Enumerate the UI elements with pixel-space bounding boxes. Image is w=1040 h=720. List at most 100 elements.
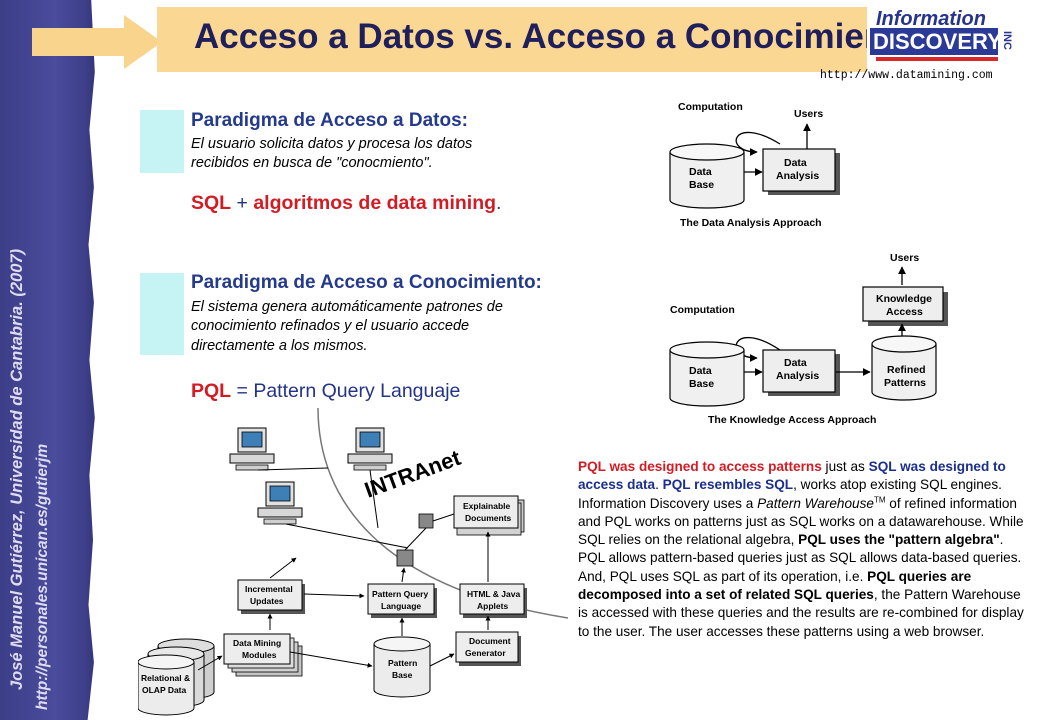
refined-patterns-label: Patterns — [884, 377, 926, 389]
data-base-label: Data — [689, 166, 712, 178]
document-generator-box — [455, 631, 519, 663]
paradigm-2-bullet — [140, 273, 184, 355]
paradigm-1-desc-line: El usuario solicita datos y procesa los … — [191, 136, 473, 152]
pattern-base-cylinder — [373, 644, 431, 698]
intranet-label: INTRAnet — [361, 445, 464, 503]
explainable-documents-label: Explainable — [463, 501, 511, 511]
relational-olap-label: Relational & — [141, 673, 190, 683]
formula-op: = — [231, 380, 254, 402]
title-arrow-icon — [32, 15, 162, 69]
data-analysis-approach-diagram: Computation Users Data Base Data Analysi… — [669, 101, 840, 229]
pattern-base-label: Pattern — [388, 658, 417, 668]
explanation-run: SQL was designed to access data — [578, 459, 1006, 493]
source-url: http://www.datamining.com — [820, 69, 993, 82]
paradigm-1-title: Paradigma de Acceso a Datos: — [191, 110, 469, 131]
explanation-run: PQL uses the "pattern algebra" — [798, 532, 1000, 548]
information-discovery-logo: Information DISCOVERY INC — [868, 5, 1020, 67]
html-java-applets-label: Applets — [477, 601, 508, 611]
pql-architecture-diagram: INTRAnet Explainable Documents Increment… — [138, 408, 568, 716]
data-analysis-box — [762, 349, 836, 393]
paradigm-1-desc-line: recibidos en busca de "conocmiento". — [191, 155, 433, 172]
html-java-applets-box — [459, 583, 525, 615]
paradigm-2-formula: PQL = Pattern Query Languaje — [191, 380, 460, 403]
logo-main-text: DISCOVERY — [873, 29, 1002, 54]
data-analysis-box — [762, 148, 836, 192]
formula-end: . — [496, 192, 502, 214]
computation-label: Computation — [678, 101, 743, 113]
data-mining-modules-label: Modules — [242, 650, 277, 660]
paradigm-2-title: Paradigma de Acceso a Conocimiento: — [191, 272, 542, 293]
data-analysis-label: Data — [784, 157, 807, 169]
title-bar: Acceso a Datos vs. Acceso a Conocimiento — [157, 7, 867, 72]
data-mining-modules-box — [223, 633, 291, 665]
relational-olap-cylinder — [138, 662, 195, 716]
explanation-run: PQL was designed to access patterns — [578, 459, 822, 474]
knowledge-access-label: Access — [886, 306, 923, 318]
data-base-cylinder — [669, 350, 745, 407]
explainable-documents-label: Documents — [465, 513, 512, 523]
formula-op: + — [231, 192, 254, 214]
incremental-updates-label: Incremental — [245, 584, 293, 594]
refined-patterns-label: Refined — [887, 364, 926, 376]
paradigm-2-desc-line: conocimiento refinados y el usuario acce… — [191, 318, 470, 335]
explanation-run: Information Discovery uses a — [578, 495, 758, 511]
data-base-cylinder — [669, 152, 745, 209]
explanation-run: . — [655, 477, 663, 493]
data-analysis-caption: The Data Analysis Approach — [680, 217, 822, 229]
formula-algorithms: algoritmos de data mining — [253, 192, 497, 214]
logo-top-text: Information — [876, 8, 986, 30]
users-label: Users — [794, 108, 823, 120]
incremental-updates-label: Updates — [250, 596, 284, 606]
explanation-run: , the Pattern Warehouse is accessed with… — [578, 586, 1024, 639]
data-analysis-label: Data — [784, 357, 807, 369]
document-generator-label: Generator — [465, 648, 506, 658]
paradigm-1-desc: El usuario solicita datos y procesa los … — [191, 135, 611, 174]
author-vertical-text: José Manuel Gutiérrez, Universidad de Ca… — [8, 248, 26, 690]
relational-olap-label: OLAP Data — [142, 685, 187, 695]
data-base-label: Data — [689, 365, 712, 377]
knowledge-access-box — [862, 286, 944, 322]
side-strip: José Manuel Gutiérrez, Universidad de Ca… — [0, 0, 100, 720]
page-title: Acceso a Datos vs. Acceso a Conocimiento — [194, 17, 867, 56]
refined-patterns-cylinder — [871, 344, 937, 401]
knowledge-access-approach-diagram: Users Knowledge Access Computation Data … — [669, 252, 948, 426]
pattern-base-label: Base — [392, 670, 413, 680]
author-url-vertical-text: http://personales.unican.es/gutierjm — [34, 443, 51, 710]
explanation-run: . PQL allows pattern-based queries just … — [578, 532, 1022, 584]
data-base-label: Base — [689, 179, 714, 191]
explanation-run: just as — [821, 459, 869, 474]
computer-icon — [229, 427, 275, 471]
paradigm-1-bullet — [140, 110, 184, 173]
explanation-run: PQL resembles SQL — [662, 477, 794, 493]
data-mining-modules-label: Data Mining — [233, 638, 281, 648]
paradigm-1-formula: SQL + algoritmos de data mining. — [191, 192, 501, 215]
formula-pql: PQL — [191, 380, 232, 402]
data-analysis-label: Analysis — [776, 170, 819, 182]
document-generator-label: Document — [469, 636, 511, 646]
paradigm-2-desc: El sistema genera automáticamente patron… — [191, 298, 611, 356]
pattern-query-language-label: Pattern Query — [372, 589, 428, 599]
paradigm-2-desc-line: directamente a los mismos. — [191, 337, 368, 354]
pattern-query-language-box — [367, 583, 435, 615]
data-base-label: Base — [689, 378, 714, 390]
html-java-applets-label: HTML & Java — [467, 589, 520, 599]
users-label: Users — [890, 252, 919, 264]
strip-torn-edge — [87, 0, 100, 720]
trademark-mark: TM — [873, 495, 886, 505]
pql-explanation: PQL was designed to access patterns just… — [578, 458, 1028, 641]
paradigm-2-desc-line: El sistema genera automáticamente patron… — [191, 299, 503, 315]
formula-pattern-query-language: Pattern Query Languaje — [253, 380, 461, 402]
data-analysis-label: Analysis — [776, 370, 819, 382]
computation-label: Computation — [670, 304, 735, 316]
incremental-updates-box — [237, 579, 303, 611]
knowledge-access-caption: The Knowledge Access Approach — [708, 414, 876, 426]
logo-inc-text: INC — [1001, 31, 1013, 50]
explanation-run: PQL queries are decomposed into a set of… — [578, 568, 972, 602]
pattern-query-language-label: Language — [381, 601, 421, 611]
explanation-run: of refined information and PQL works on … — [578, 495, 1024, 548]
explanation-run: Pattern Warehouse — [757, 495, 874, 511]
knowledge-access-label: Knowledge — [876, 293, 932, 305]
computer-icon — [257, 481, 303, 525]
computer-icon — [347, 427, 393, 471]
explanation-run: , works atop existing SQL engines. — [793, 477, 1002, 493]
